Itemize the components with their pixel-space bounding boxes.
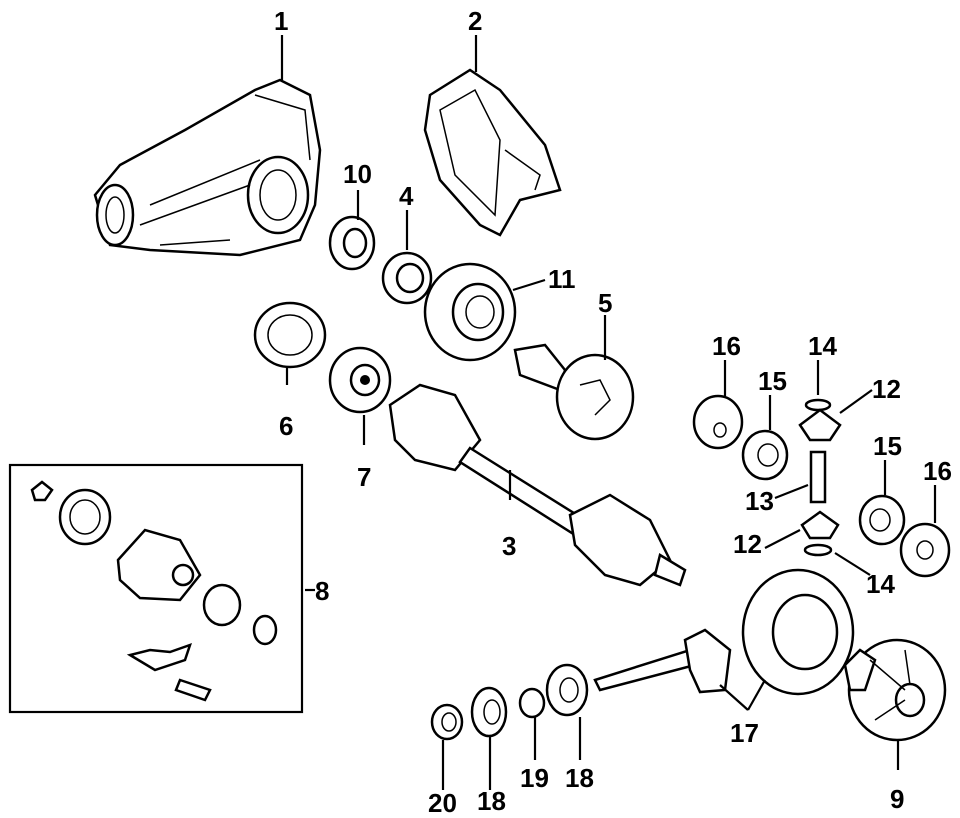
part-19-spacer[interactable] [518,687,546,719]
part-8-boot-kit[interactable] [8,463,304,714]
part-14-washer-top[interactable] [804,398,832,412]
callout-12a: 12 [872,374,901,404]
callout-labels: 1 2 3 4 5 6 7 8 9 10 11 12 12 13 14 14 1… [274,6,952,818]
part-15-side-gear-left[interactable] [741,429,789,481]
callout-16b: 16 [923,456,952,486]
callout-15a: 15 [758,366,787,396]
callout-19: 19 [520,763,549,793]
callout-17: 17 [730,718,759,748]
callout-16a: 16 [712,331,741,361]
leader-lines [280,35,937,790]
callout-14a: 14 [808,331,837,361]
callout-11: 11 [548,264,576,294]
callout-14b: 14 [866,569,895,599]
callout-18a: 18 [565,763,594,793]
part-5-cv-joint[interactable] [513,343,635,441]
part-12-pinion-gear-bottom[interactable] [800,510,840,540]
callout-15b: 15 [873,431,902,461]
part-15-side-gear-right[interactable] [858,494,906,546]
callout-1: 1 [274,6,288,36]
callout-18b: 18 [477,786,506,816]
callout-10: 10 [343,159,372,189]
callout-6: 6 [279,411,293,441]
part-2-housing-cover[interactable] [423,68,562,237]
callout-5: 5 [598,288,612,318]
part-3-axle-shaft[interactable] [388,383,687,587]
callout-20: 20 [428,788,457,818]
part-20-pinion-seal[interactable] [430,703,464,741]
callout-2: 2 [468,6,482,36]
part-12-pinion-gear-top[interactable] [798,408,842,442]
callout-9: 9 [890,784,904,814]
part-9-differential-carrier[interactable] [843,638,947,742]
part-10-bearing[interactable] [328,215,376,271]
callout-3: 3 [502,531,516,561]
part-14-washer-bottom[interactable] [803,543,833,557]
part-11-flange[interactable] [423,262,517,362]
part-18-bearing-outer[interactable] [470,686,508,738]
part-18-bearing-inner[interactable] [545,663,589,717]
callout-8: 8 [315,576,329,606]
part-16-shim-right[interactable] [899,522,951,578]
callout-13: 13 [745,486,774,516]
part-4-seal[interactable] [381,251,433,305]
part-13-pinion-shaft[interactable] [809,450,827,504]
part-16-shim-left[interactable] [692,394,744,450]
callout-12b: 12 [733,529,762,559]
part-6-dust-cap[interactable] [253,301,327,369]
callout-4: 4 [399,181,414,211]
part-1-differential-housing[interactable] [93,78,322,257]
part-17-ring-and-pinion[interactable] [593,568,855,696]
part-7-inner-joint[interactable] [328,346,392,414]
callout-7: 7 [357,462,371,492]
